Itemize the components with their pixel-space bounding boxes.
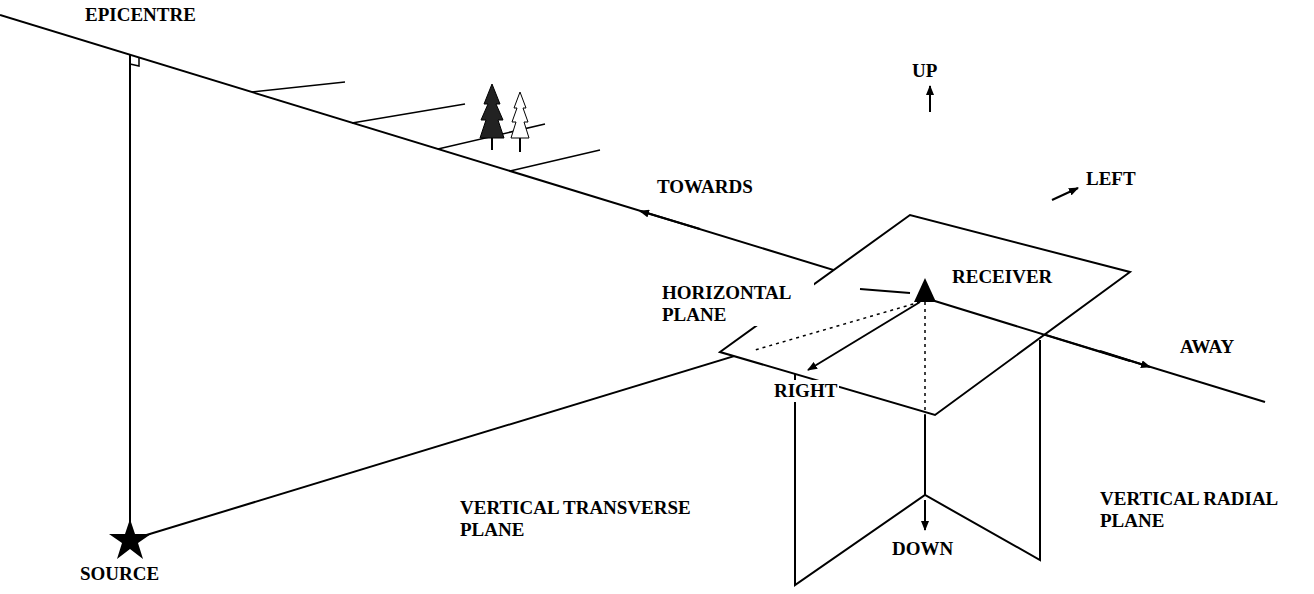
direction-label: TOWARDS — [655, 176, 755, 198]
source-star — [109, 519, 151, 559]
plane-label: VERTICAL RADIAL PLANE — [1098, 488, 1302, 532]
station-label: RECEIVER — [950, 266, 1054, 288]
up-arrow — [929, 86, 931, 112]
receiver-symbol — [914, 278, 936, 302]
place-label: SOURCE — [78, 563, 161, 585]
right-angle-mark — [130, 58, 139, 66]
depth-line — [129, 55, 131, 540]
direction-label: DOWN — [890, 538, 955, 560]
plane-label: HORIZONTAL PLANE — [660, 282, 814, 326]
left-arrow — [1052, 188, 1078, 200]
right-arrow — [808, 302, 920, 370]
direction-label: LEFT — [1084, 168, 1138, 190]
plane-label: VERTICAL TRANSVERSE PLANE — [458, 497, 712, 541]
direction-label: AWAY — [1178, 336, 1236, 358]
surface-line — [0, 15, 1265, 402]
towards-arrow — [640, 211, 700, 229]
trees — [480, 84, 529, 152]
down-arrow — [924, 500, 926, 530]
place-label: EPICENTRE — [83, 4, 198, 26]
direction-label: RIGHT — [772, 380, 839, 402]
direction-label: UP — [910, 60, 939, 82]
